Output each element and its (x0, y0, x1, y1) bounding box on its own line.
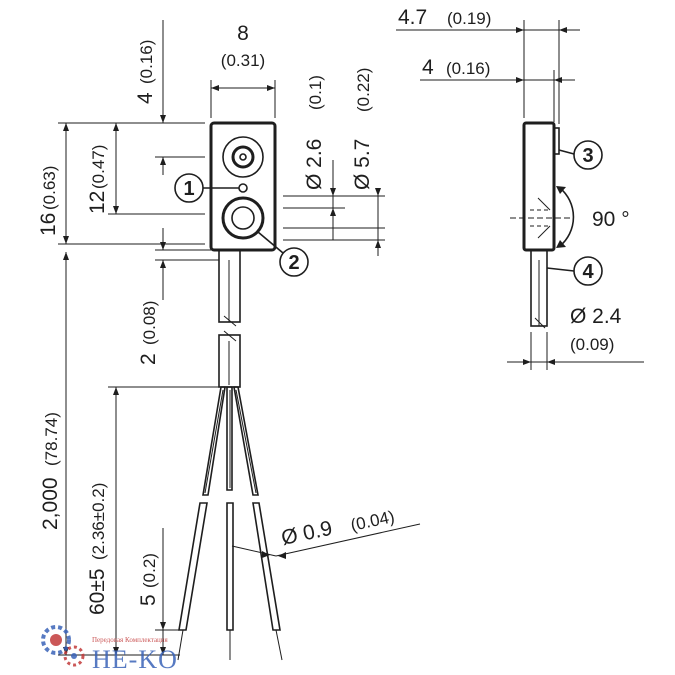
wires-upper (202, 386, 259, 496)
callout-2: 2 (257, 231, 309, 277)
watermark-subtext: Передовая Комплектация (92, 636, 169, 644)
upper-marker-circle (222, 136, 264, 178)
side-hole-hidden (510, 197, 570, 239)
svg-text:2: 2 (288, 252, 299, 274)
side-marker (553, 127, 560, 155)
dim-cable-dia-in: (0.09) (570, 335, 614, 354)
front-view: 8 (0.31) 4 (0.16) 16 (0.63) 12 (0.47) Ø … (37, 20, 421, 661)
svg-text:4: 4 (582, 261, 594, 283)
dim-strip-length: 60±5 (86, 568, 109, 615)
dim-top-offset-in: (0.16) (137, 40, 156, 84)
dim-angle: 90 ° (592, 208, 630, 231)
dim-side-depth-in: (0.19) (447, 9, 491, 28)
dim-cable-offset: 2 (137, 353, 160, 365)
svg-text:3: 3 (582, 145, 593, 167)
dim-width: 8 (237, 22, 249, 45)
dim-cable-length: 2,000 (39, 477, 62, 530)
side-body (522, 121, 556, 252)
dim-height-in: (0.63) (40, 166, 59, 210)
sensor-body (209, 121, 277, 252)
callout-1: 1 (174, 173, 239, 203)
dim-side-body: 4 (422, 56, 434, 79)
watermark-text: HE-KO (92, 645, 178, 674)
dim-cable-dia: Ø 2.4 (570, 305, 622, 328)
dim-wire-end: 5 (137, 594, 160, 606)
dim-top-offset: 4 (134, 92, 157, 104)
dim-dia-small-in: (0.1) (306, 75, 325, 110)
watermark-logo: Передовая Комплектация HE-KO (41, 625, 178, 674)
wires-lower (177, 502, 283, 661)
dim-cable-length-in: (78.74) (42, 412, 61, 466)
dim-height: 16 (37, 213, 60, 236)
dim-dia-large-in: (0.22) (354, 68, 373, 112)
dim-side-body-in: (0.16) (446, 59, 490, 78)
dim-wire-end-in: (0.2) (140, 553, 159, 588)
dim-dia-small: Ø 2.6 (303, 139, 326, 190)
mounting-hole (221, 196, 265, 240)
dim-pitch: 12 (86, 191, 109, 214)
svg-text:1: 1 (183, 178, 194, 200)
center-mark (238, 183, 248, 193)
dim-pitch-in: (0.47) (89, 145, 108, 189)
side-view: 90 ° 3 4 4.7 (0.19) 4 (0.16) (396, 6, 644, 370)
callout-3: 3 (558, 140, 603, 170)
dim-dia-large: Ø 5.7 (351, 139, 374, 190)
dim-side-depth: 4.7 (398, 6, 427, 29)
gear-icon (41, 625, 85, 667)
dim-cable-offset-in: (0.08) (140, 301, 159, 345)
dim-strip-length-in: (2.36±0.2) (89, 483, 108, 560)
dim-width-in: (0.31) (221, 51, 265, 70)
callout-4: 4 (546, 256, 603, 286)
